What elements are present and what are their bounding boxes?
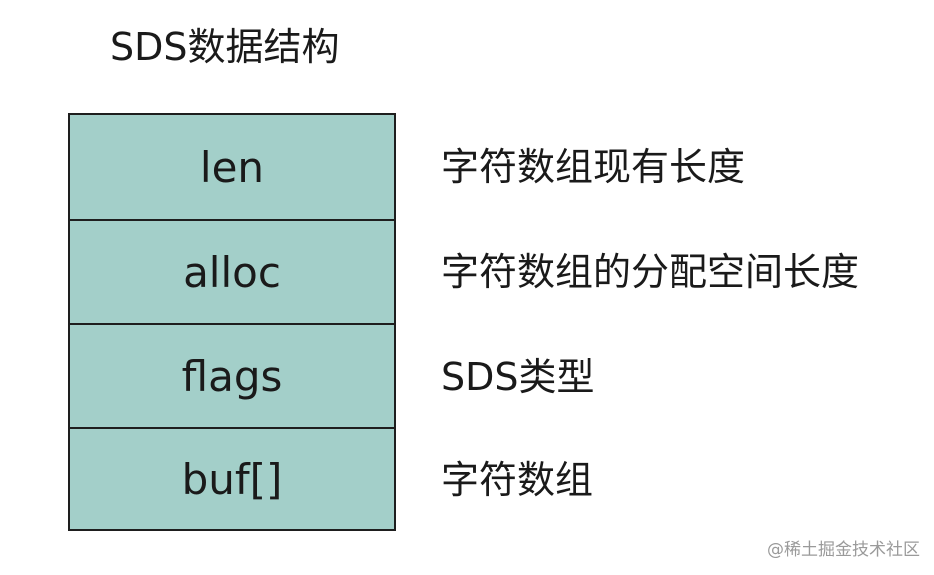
field-alloc-description: 字符数组的分配空间长度 (441, 250, 860, 294)
sds-struct-box: len alloc flags buf[] (68, 113, 396, 531)
field-buf: buf[] (70, 427, 394, 529)
field-buf-description: 字符数组 (441, 458, 594, 502)
field-len: len (199, 142, 265, 192)
field-flags: flags (70, 323, 394, 427)
field-flags-description: SDS类型 (441, 355, 595, 399)
watermark: @稀土掘金技术社区 (767, 540, 920, 560)
diagram-title: SDS数据结构 (110, 25, 340, 69)
field-alloc: alloc (70, 219, 394, 323)
field-len-description: 字符数组现有长度 (441, 145, 746, 189)
